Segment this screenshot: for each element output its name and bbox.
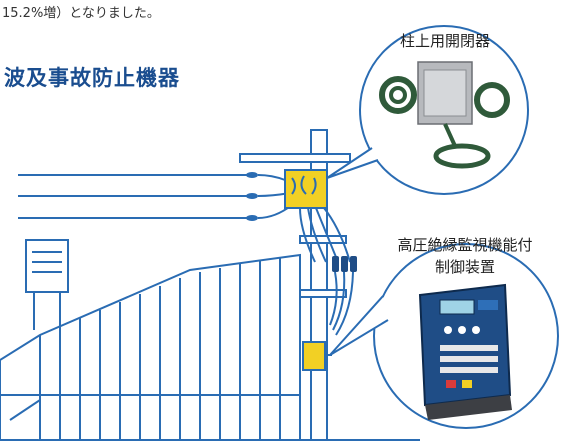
- insulators: [246, 172, 258, 221]
- building-icon: [0, 253, 301, 441]
- cutouts: [332, 256, 357, 272]
- control-device-icon: [418, 283, 512, 420]
- switch-callout-label: 柱上用開閉器: [399, 32, 490, 50]
- control-callout-label-line2: 制御装置: [434, 258, 495, 276]
- pole-mounted-switch-icon: [284, 169, 328, 209]
- switch-photo: [379, 61, 510, 169]
- callout-control: [329, 243, 559, 429]
- control-callout-label-line1: 高圧絶縁監視機能付: [397, 236, 533, 254]
- power-lines: [18, 174, 248, 219]
- callout-switch: [326, 25, 529, 195]
- section-title: 波及事故防止機器: [4, 66, 180, 90]
- sign-board-icon: [25, 239, 69, 330]
- intro-text: 15.2%増）となりました。: [2, 6, 160, 21]
